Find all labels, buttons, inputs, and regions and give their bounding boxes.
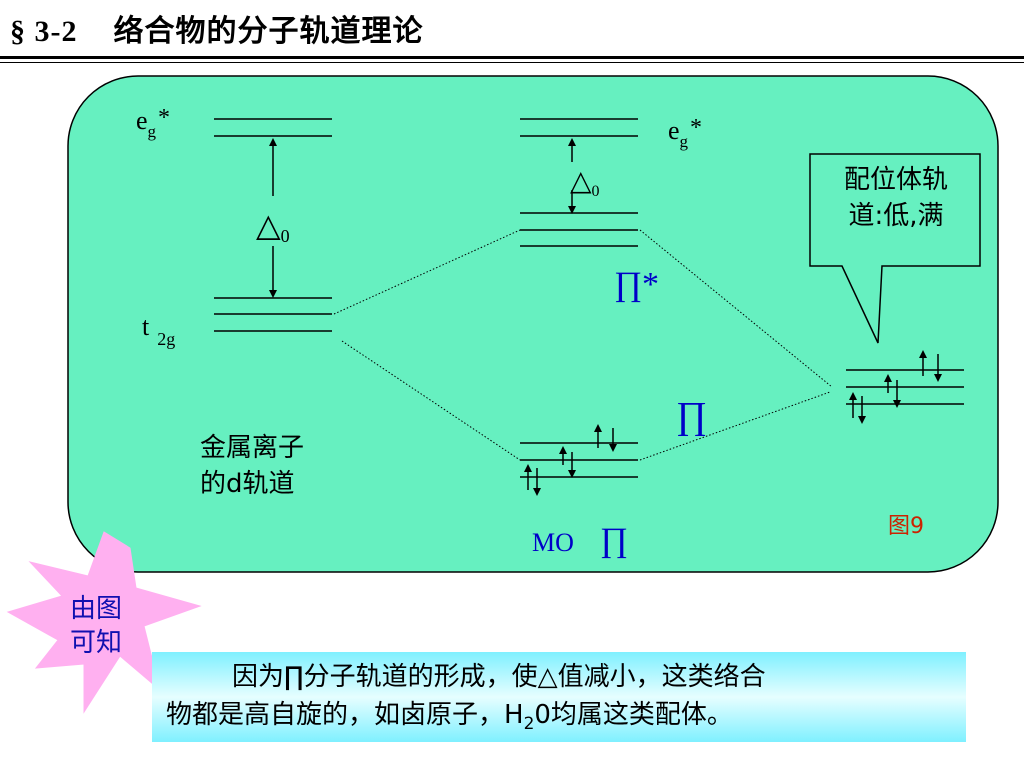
title-rule-thin xyxy=(0,62,1024,63)
title-text: 络合物的分子轨道理论 xyxy=(113,14,424,49)
pi-star-label: ∏* xyxy=(614,266,659,303)
section-number: § 3-2 xyxy=(10,15,78,48)
left-t2g-main: t xyxy=(142,312,150,341)
left-eg-main: e xyxy=(136,106,148,135)
middle-pi-levels xyxy=(520,442,638,478)
page-title: § 3-2 络合物的分子轨道理论 xyxy=(10,6,424,50)
callout-line1: 配位体轨 xyxy=(843,165,948,195)
summary-line2-b: 0均属这类配体。 xyxy=(534,700,733,730)
summary-line2-a: 物都是高自旋的，如卤原子，H xyxy=(166,700,524,730)
middle-eg-levels xyxy=(520,118,638,137)
figure-label: 图9 xyxy=(888,514,924,539)
title-rule-thick xyxy=(0,56,1024,59)
star-line2: 可知 xyxy=(69,628,122,658)
right-ligand-levels xyxy=(846,369,964,405)
left-eg-label: eg* xyxy=(136,105,171,141)
left-eg-sub: g xyxy=(147,122,157,141)
ligand-callout xyxy=(809,153,981,344)
left-caption-line1: 金属离子 xyxy=(200,433,305,463)
summary-line1-text: 因为∏分子轨道的形成，使△值减小，这类络合 xyxy=(232,662,766,692)
summary-box: 因为∏分子轨道的形成，使△值减小，这类络合 物都是高自旋的，如卤原子，H20均属… xyxy=(152,652,966,742)
summary-line2: 物都是高自旋的，如卤原子，H20均属这类配体。 xyxy=(166,696,956,737)
callout-text: 配位体轨 道:低,满 xyxy=(812,162,980,234)
left-delta: △ xyxy=(256,206,281,244)
diagram-panel xyxy=(67,75,999,573)
left-caption: 金属离子 的d轨道 xyxy=(200,430,304,502)
middle-electron-pairs xyxy=(524,424,617,496)
mo-pi: ∏ xyxy=(599,522,628,559)
star-text: 由图 可知 xyxy=(58,592,134,660)
left-t2g-label: t 2g xyxy=(142,312,175,349)
right-electron-pairs xyxy=(849,350,942,424)
middle-eg-label: eg* xyxy=(668,115,703,151)
summary-line2-sub: 2 xyxy=(523,714,535,734)
middle-pi-star-levels xyxy=(520,212,638,247)
callout-line2: 道:低,满 xyxy=(848,201,944,231)
middle-delta-label: △0 xyxy=(570,164,600,200)
mo-label: MO ∏ xyxy=(532,522,628,560)
left-delta-label: △0 xyxy=(256,206,290,246)
middle-eg-sup: * xyxy=(690,115,703,141)
pi-label: ∏ xyxy=(676,395,708,437)
mo-text: MO xyxy=(532,528,574,557)
left-caption-line2: 的d轨道 xyxy=(200,469,295,499)
left-t2g-levels xyxy=(214,297,332,332)
left-eg-sup: * xyxy=(158,105,171,131)
middle-eg-sub: g xyxy=(679,132,689,151)
summary-line1: 因为∏分子轨道的形成，使△值减小，这类络合 xyxy=(166,658,956,696)
middle-eg-main: e xyxy=(668,116,680,145)
left-delta-sub: 0 xyxy=(280,226,290,246)
left-t2g-sub: 2g xyxy=(157,329,176,349)
left-eg-levels xyxy=(214,118,332,137)
star-line1: 由图 xyxy=(69,594,122,624)
middle-delta: △ xyxy=(570,164,592,197)
correlation-lines xyxy=(333,229,833,461)
middle-delta-sub: 0 xyxy=(591,183,600,200)
